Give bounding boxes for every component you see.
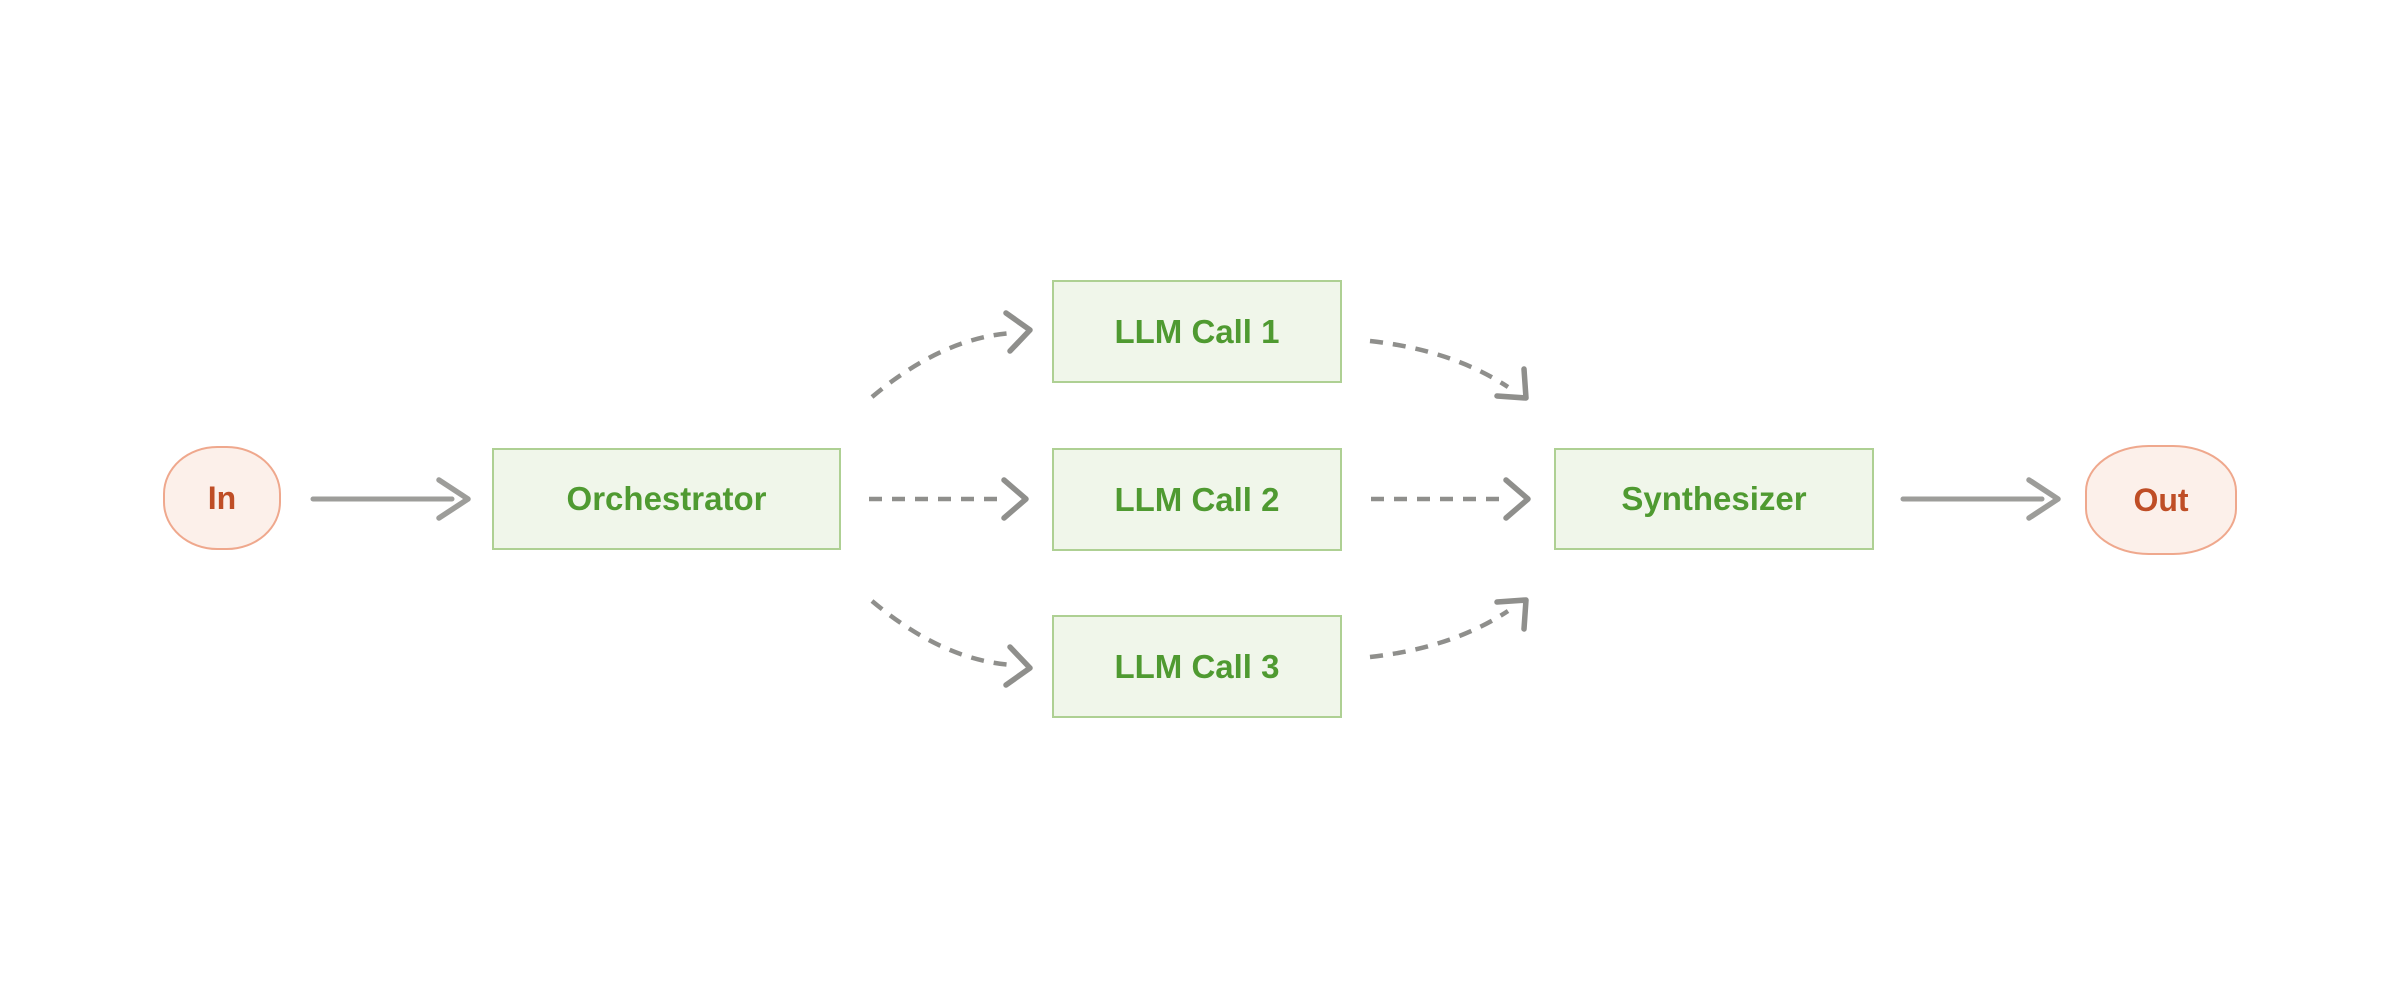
edge-orchestrator-to-llm-call-3 — [870, 599, 1033, 688]
arrowhead-down-right-icon — [1494, 366, 1529, 401]
node-in: In — [163, 446, 281, 550]
node-orchestrator: Orchestrator — [492, 448, 841, 550]
arrowhead-right-icon — [1503, 477, 1531, 521]
node-llm-call-3-label: LLM Call 3 — [1114, 647, 1280, 685]
edge-llm-call-1-to-synthesizer — [1369, 338, 1529, 401]
arrowhead-up-right-icon — [1494, 597, 1529, 632]
arrowhead-down-right-icon — [1003, 644, 1033, 688]
node-synthesizer-label: Synthesizer — [1621, 480, 1807, 517]
node-out: Out — [2085, 445, 2237, 555]
node-synthesizer: Synthesizer — [1554, 448, 1874, 550]
arrowhead-right-icon — [436, 477, 471, 521]
node-llm-call-3: LLM Call 3 — [1052, 615, 1342, 718]
arrowhead-up-right-icon — [1003, 310, 1033, 354]
arrowhead-right-icon — [2026, 477, 2061, 521]
edge-synthesizer-to-out — [1900, 477, 2061, 521]
node-llm-call-2: LLM Call 2 — [1052, 448, 1342, 551]
node-out-label: Out — [2133, 481, 2189, 518]
edge-llm-call-3-to-synthesizer — [1369, 597, 1529, 660]
node-orchestrator-label: Orchestrator — [566, 480, 767, 517]
node-llm-call-2-label: LLM Call 2 — [1114, 480, 1280, 518]
node-in-label: In — [207, 479, 237, 516]
edge-llm-call-2-to-synthesizer — [1371, 477, 1531, 521]
node-llm-call-1: LLM Call 1 — [1052, 280, 1342, 383]
arrowhead-right-icon — [1001, 477, 1029, 521]
node-llm-call-1-label: LLM Call 1 — [1114, 312, 1280, 350]
edge-in-to-orchestrator — [310, 477, 471, 521]
edge-orchestrator-to-llm-call-1 — [870, 310, 1033, 399]
edge-orchestrator-to-llm-call-2 — [869, 477, 1029, 521]
